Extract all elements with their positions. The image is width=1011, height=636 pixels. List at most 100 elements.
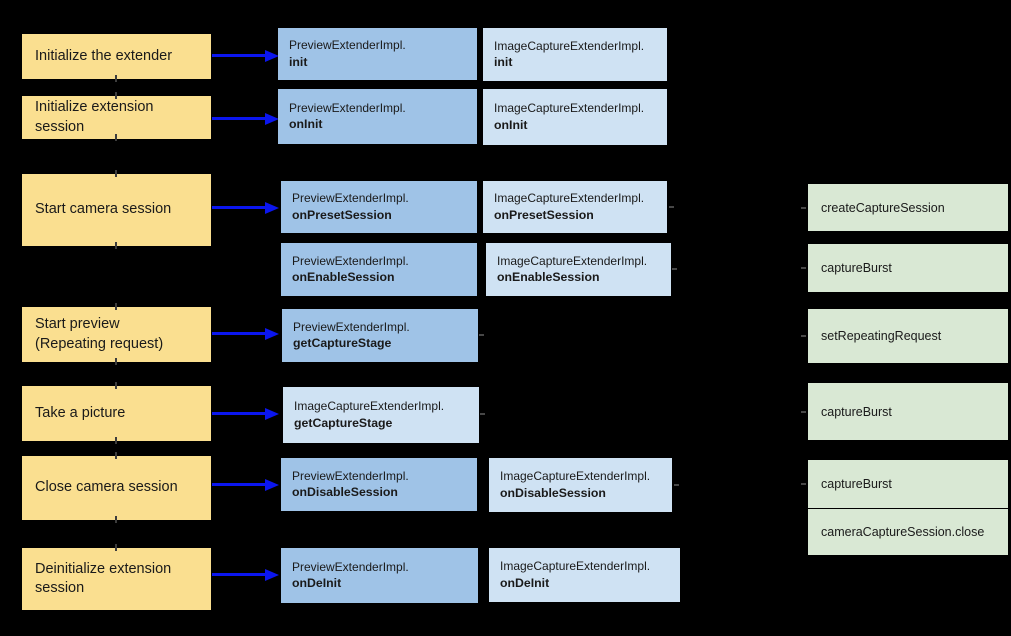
connector-stub	[801, 411, 806, 413]
box-preview-on-enable-session: PreviewExtenderImpl. onEnableSession	[281, 243, 477, 296]
class-name: ImageCaptureExtenderImpl.	[494, 38, 645, 53]
method-name: getCaptureStage	[293, 336, 392, 351]
connector-stub	[479, 334, 484, 336]
method-name: onInit	[494, 117, 528, 132]
step-label: Start camera session	[35, 201, 172, 218]
method-name: onPresetSession	[494, 207, 594, 222]
connector-stub	[115, 544, 117, 551]
box-preview-on-preset-session: PreviewExtenderImpl. onPresetSession	[281, 181, 477, 233]
box-preview-init: PreviewExtenderImpl. init	[278, 28, 477, 80]
box-camera2-capture-burst-3: captureBurst	[808, 460, 1008, 508]
box-preview-on-init: PreviewExtenderImpl. onInit	[278, 89, 477, 144]
class-name: PreviewExtenderImpl.	[292, 559, 409, 574]
method-name: onPresetSession	[292, 207, 392, 222]
connector-stub	[672, 268, 677, 270]
method-name: init	[494, 55, 513, 70]
connector-stub	[480, 413, 485, 415]
box-camera2-capture-burst-1: captureBurst	[808, 244, 1008, 292]
box-preview-get-capture-stage: PreviewExtenderImpl. getCaptureStage	[282, 309, 478, 362]
method-name: onDeInit	[292, 576, 342, 591]
camera2-call-label: cameraCaptureSession.close	[821, 525, 985, 539]
step-label: Initialize extension session	[35, 99, 154, 135]
connector-stub	[115, 358, 117, 365]
class-name: ImageCaptureExtenderImpl.	[494, 101, 645, 115]
camera2-call-label: setRepeatingRequest	[821, 329, 942, 343]
step-label-line2: (Repeating request)	[35, 335, 164, 352]
step-start-preview: Start preview (Repeating request)	[22, 307, 211, 362]
connector-stub	[115, 437, 117, 444]
step-close-camera-session: Close camera session	[22, 456, 211, 520]
camera2-call-label: captureBurst	[821, 261, 892, 275]
step-label: Start preview	[35, 316, 120, 333]
method-name: onDisableSession	[500, 485, 606, 500]
box-image-capture-on-enable-session: ImageCaptureExtenderImpl. onEnableSessio…	[486, 243, 671, 296]
step-label: Close camera session	[35, 479, 178, 496]
step-label: Initialize the extender	[35, 47, 173, 64]
connector-stub	[801, 483, 806, 485]
class-name: ImageCaptureExtenderImpl.	[294, 399, 445, 413]
connector-stub	[801, 207, 806, 209]
flow-arrow	[212, 483, 265, 486]
method-name: onEnableSession	[497, 270, 600, 285]
step-label: Take a picture	[35, 404, 126, 421]
connector-stub	[669, 206, 674, 208]
class-name: PreviewExtenderImpl.	[293, 319, 410, 334]
step-label: Deinitialize extension session	[35, 560, 172, 596]
box-preview-on-deinit: PreviewExtenderImpl. onDeInit	[281, 548, 478, 603]
method-name: onDisableSession	[292, 485, 398, 500]
method-name: onEnableSession	[292, 270, 395, 285]
class-name: PreviewExtenderImpl.	[292, 468, 409, 483]
camera2-call-label: createCaptureSession	[821, 200, 945, 215]
connector-stub	[115, 92, 117, 99]
box-image-capture-on-disable-session: ImageCaptureExtenderImpl. onDisableSessi…	[489, 458, 672, 512]
connector-stub	[115, 170, 117, 177]
step-text: Start camera session	[22, 200, 184, 219]
step-text: Start preview (Repeating request)	[22, 315, 176, 353]
flow-arrow	[212, 332, 265, 335]
step-text: Deinitialize extension session	[22, 560, 211, 598]
box-image-capture-on-init: ImageCaptureExtenderImpl. onInit	[483, 89, 667, 145]
class-name: PreviewExtenderImpl.	[289, 38, 406, 52]
class-name: ImageCaptureExtenderImpl.	[500, 559, 651, 573]
box-preview-on-disable-session: PreviewExtenderImpl. onDisableSession	[281, 458, 477, 511]
connector-stub	[115, 382, 117, 389]
flow-arrow	[212, 54, 265, 57]
camera2-call-label: captureBurst	[821, 404, 892, 419]
method-name: onDeInit	[500, 575, 550, 590]
box-image-capture-on-preset-session: ImageCaptureExtenderImpl. onPresetSessio…	[483, 181, 667, 233]
camera2-call-label: captureBurst	[821, 477, 892, 491]
connector-stub	[115, 75, 117, 82]
connector-stub	[115, 242, 117, 249]
class-name: ImageCaptureExtenderImpl.	[497, 253, 648, 268]
connector-stub	[801, 267, 806, 269]
step-start-camera-session: Start camera session	[22, 174, 211, 246]
flow-arrow	[212, 206, 265, 209]
class-name: PreviewExtenderImpl.	[289, 100, 406, 115]
class-name: PreviewExtenderImpl.	[292, 191, 409, 205]
flow-arrow	[212, 412, 265, 415]
flow-arrow	[212, 573, 265, 576]
connector-stub	[674, 484, 679, 486]
step-take-a-picture: Take a picture	[22, 386, 211, 441]
step-text: Initialize the extender	[22, 47, 185, 66]
flow-arrow	[212, 117, 265, 120]
step-text: Close camera session	[22, 478, 191, 497]
box-camera2-create-capture-session: createCaptureSession	[808, 184, 1008, 231]
connector-stub	[801, 335, 806, 337]
step-initialize-extension-session: Initialize extension session	[22, 96, 211, 139]
step-initialize-the-extender: Initialize the extender	[22, 34, 211, 79]
class-name: PreviewExtenderImpl.	[292, 253, 409, 268]
connector-stub	[115, 452, 117, 459]
step-text: Take a picture	[22, 404, 138, 423]
box-image-capture-get-capture-stage: ImageCaptureExtenderImpl. getCaptureStag…	[283, 387, 479, 443]
connector-stub	[115, 516, 117, 523]
box-camera2-capture-burst-2: captureBurst	[808, 383, 1008, 440]
step-deinitialize-extension-session: Deinitialize extension session	[22, 548, 211, 610]
connector-stub	[115, 134, 117, 141]
step-text: Initialize extension session	[22, 98, 211, 136]
box-image-capture-init: ImageCaptureExtenderImpl. init	[483, 28, 667, 81]
box-camera2-set-repeating-request: setRepeatingRequest	[808, 309, 1008, 363]
box-image-capture-on-deinit: ImageCaptureExtenderImpl. onDeInit	[489, 548, 680, 602]
method-name: onInit	[289, 117, 323, 132]
